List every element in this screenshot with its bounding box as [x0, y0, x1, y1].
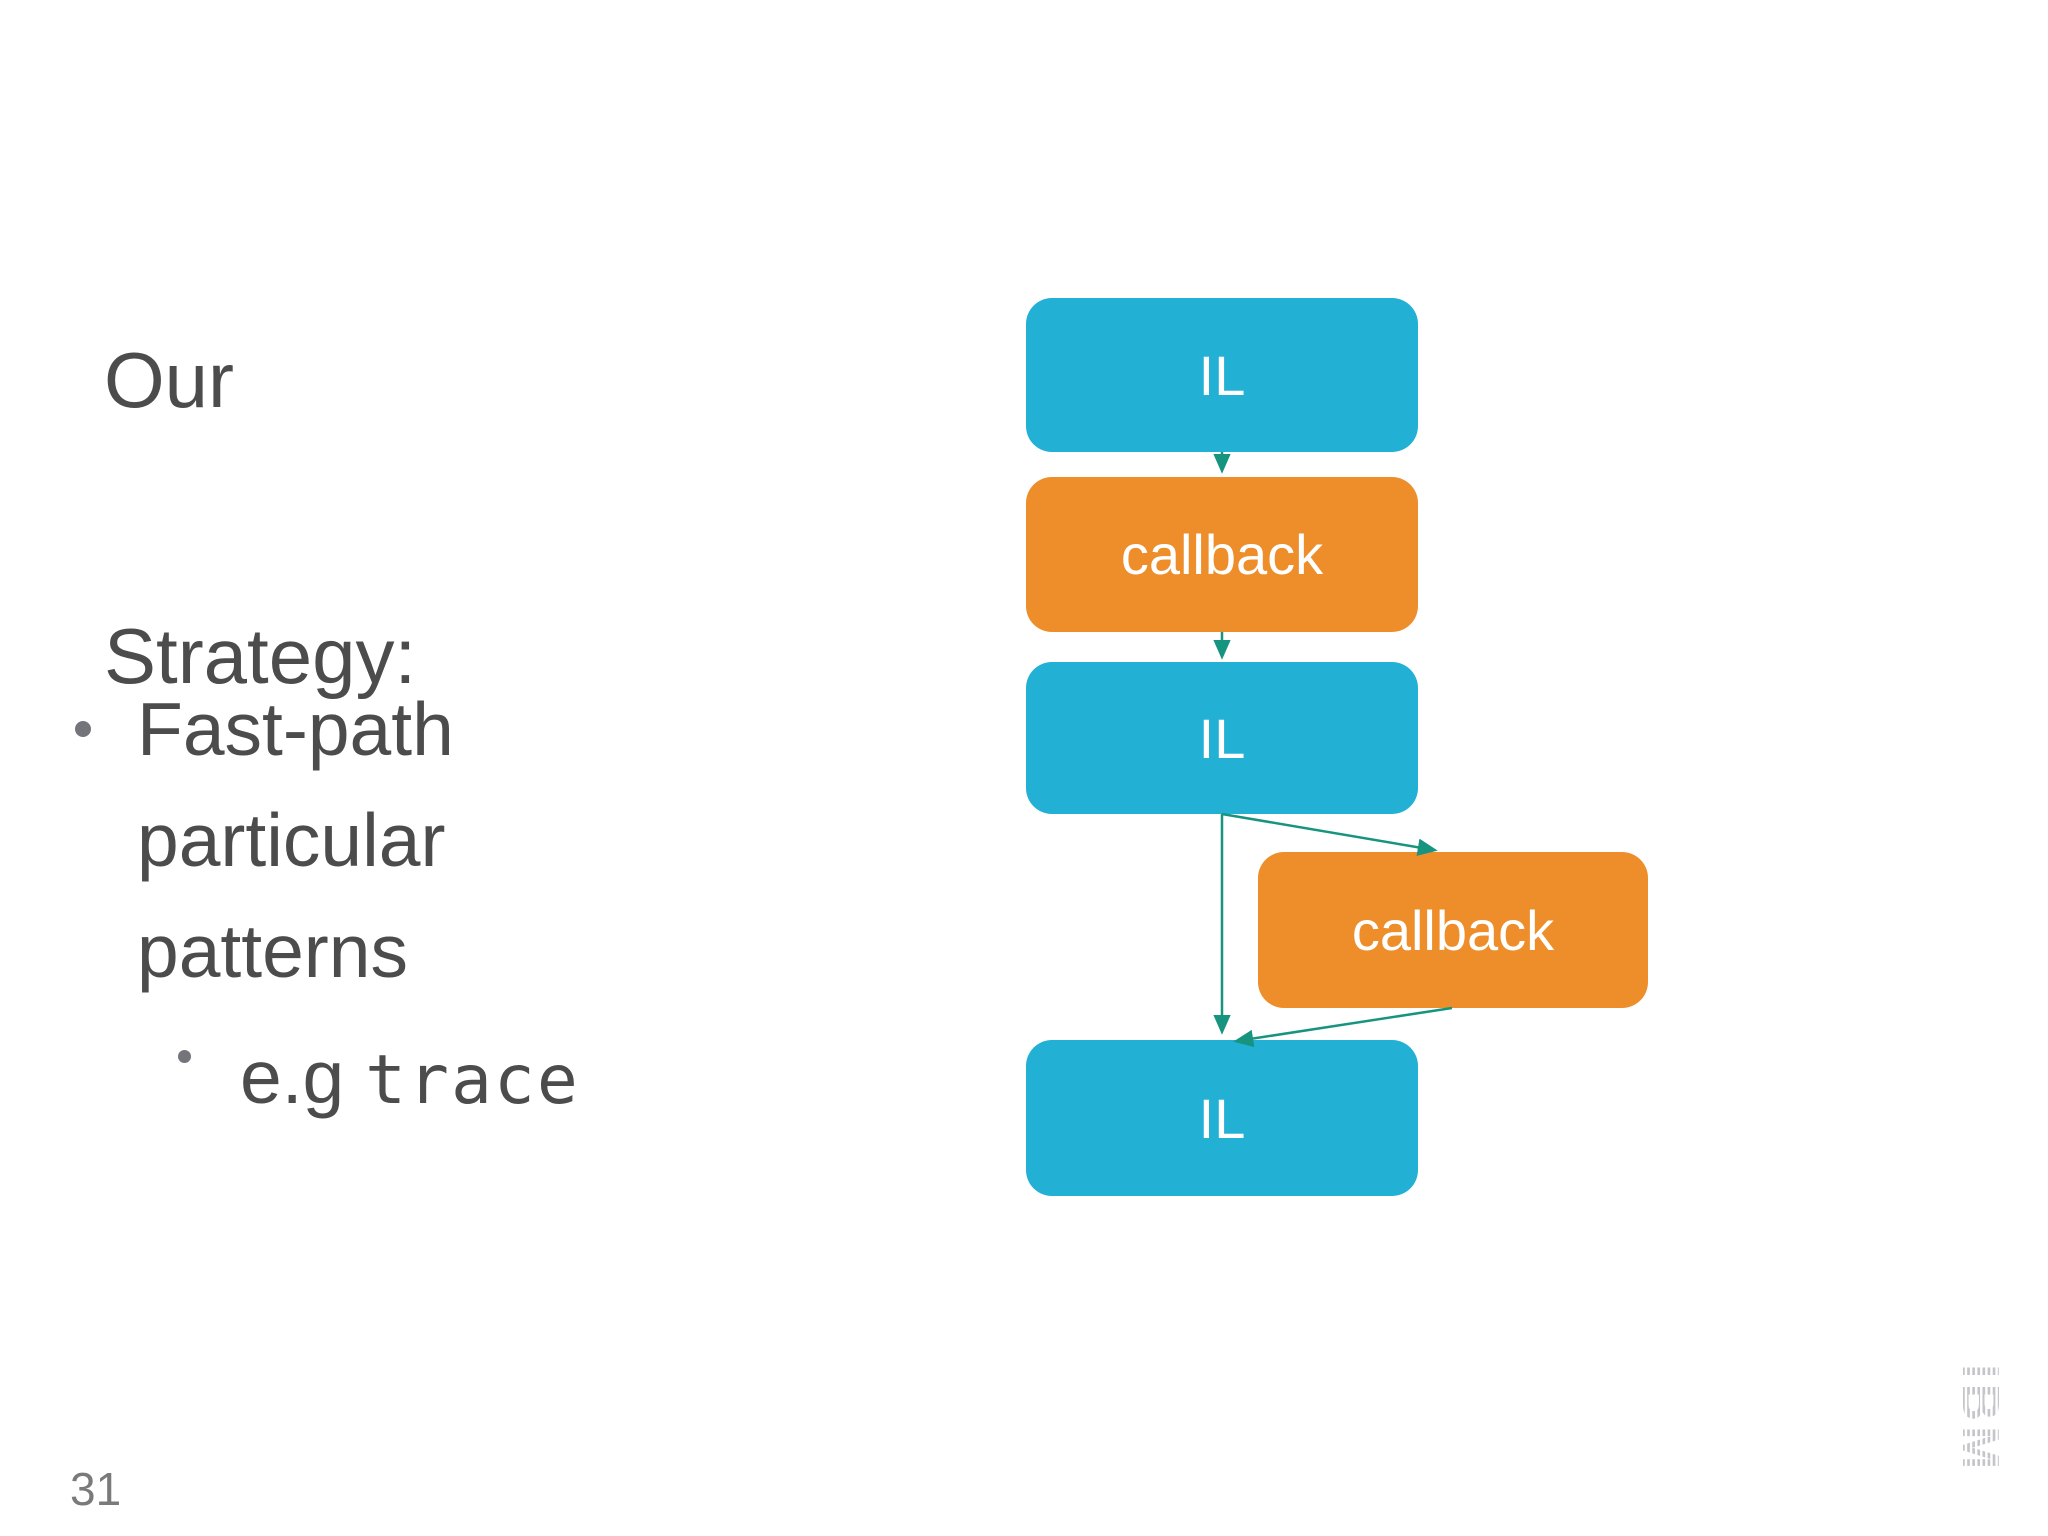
diagram-node-label: IL	[1198, 1086, 1246, 1150]
diagram-node-label: IL	[1198, 706, 1246, 770]
diagram-node-callback-1: callback	[1026, 477, 1418, 632]
sub-bullet-dot	[178, 1050, 191, 1063]
page-number: 31	[70, 1463, 122, 1515]
bullet-dot	[75, 721, 91, 737]
slide-title: Our Strategy:	[104, 150, 416, 794]
bullet-item: Fast-path particular patterns	[137, 687, 454, 993]
slide-title-line-1: Our	[104, 336, 235, 424]
sub-bullet-code: trace	[365, 1041, 580, 1120]
diagram-node-il-1: IL	[1026, 298, 1418, 452]
diagram-node-il-3: IL	[1026, 1040, 1418, 1196]
ibm-logo-text: IBM	[1952, 1364, 2003, 1474]
slide-title-line-2: Strategy:	[104, 612, 417, 700]
diagram-node-il-2: IL	[1026, 662, 1418, 814]
diagram-node-callback-2: callback	[1258, 852, 1648, 1008]
arrow-il2-cb2	[1221, 812, 1438, 856]
arrow-cb2-il3	[1233, 1006, 1453, 1048]
diagram-node-label: callback	[1351, 898, 1555, 962]
ibm-logo: IBM	[1952, 1362, 2003, 1490]
sub-bullet-item: e.g trace	[240, 1022, 580, 1136]
sub-bullet-prefix: e.g	[240, 1035, 366, 1119]
diagram-node-label: IL	[1198, 343, 1246, 407]
diagram-node-label: callback	[1120, 523, 1324, 586]
